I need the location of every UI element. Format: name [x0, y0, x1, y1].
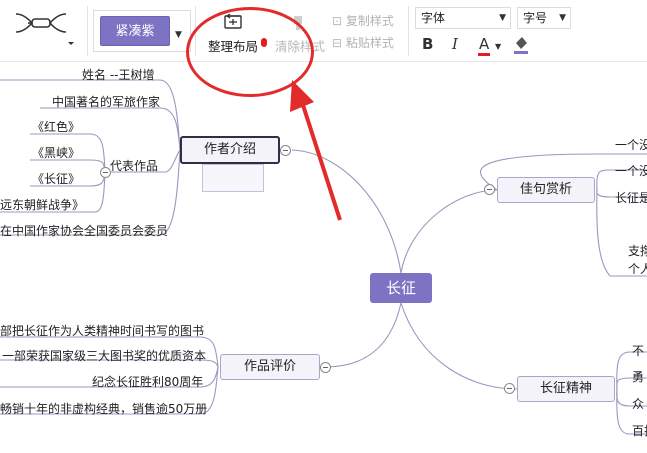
collapse-toggle[interactable]: [100, 167, 111, 178]
spirit-item[interactable]: 百折: [632, 424, 647, 438]
copy-style-button[interactable]: ⊡ 复制样式: [332, 12, 394, 29]
font-size-value: 字号: [523, 11, 548, 25]
topic-works-review[interactable]: 作品评价: [220, 354, 320, 380]
mindmap-structure-icon: [15, 13, 74, 45]
eraser-icon: [294, 16, 302, 30]
subtopic-representative-works[interactable]: 代表作品: [110, 159, 159, 173]
topic-label: 作者介绍: [203, 142, 256, 157]
chevron-down-icon: ▼: [495, 42, 502, 51]
work-item[interactable]: 远东朝鲜战争》: [0, 198, 85, 212]
review-item[interactable]: 纪念长征胜利80周年: [92, 375, 204, 389]
subtopic-committee-member[interactable]: 在中国作家协会全国委员会委员: [0, 224, 169, 238]
font-family-select[interactable]: 字体 ▼: [415, 7, 511, 29]
toolbar-divider: [87, 6, 88, 56]
copy-style-label: 复制样式: [345, 14, 394, 28]
topic-label: 作品评价: [243, 359, 296, 374]
chevron-down-icon: [68, 42, 74, 45]
work-item[interactable]: 《长征》: [32, 172, 81, 186]
review-item[interactable]: 一部荣获国家级三大图书奖的优质资本: [2, 349, 207, 363]
topic-spirit[interactable]: 长征精神: [517, 376, 615, 402]
mindmap-connectors: [0, 79, 647, 435]
review-item[interactable]: 部把长征作为人类精神时间书写的图书: [0, 324, 205, 338]
font-size-select[interactable]: 字号 ▼: [517, 7, 571, 29]
topic-author-intro[interactable]: 作者介绍: [180, 136, 280, 164]
italic-button[interactable]: I: [452, 35, 458, 53]
toolbar-divider: [408, 6, 409, 56]
work-item[interactable]: 《红色》: [32, 120, 81, 134]
paste-style-icon: ⊟: [332, 36, 343, 50]
collapse-toggle[interactable]: [504, 383, 515, 394]
copy-style-icon: ⊡: [332, 14, 343, 28]
style-selector[interactable]: [93, 10, 191, 52]
topic-label: 佳句赏析: [519, 182, 572, 197]
mindmap-canvas[interactable]: 长征 作者介绍 姓名 --王树增 中国著名的军旅作家 代表作品 在中国作家协会全…: [0, 62, 647, 453]
font-color-button[interactable]: A ▼: [478, 33, 502, 56]
topic-label: 长征精神: [539, 381, 592, 396]
paste-style-button[interactable]: ⊟ 粘贴样式: [332, 34, 394, 51]
work-item[interactable]: 《黑峡》: [32, 146, 81, 160]
font-family-value: 字体: [421, 11, 446, 25]
theme-style-button[interactable]: 紧凑紫: [100, 16, 170, 46]
font-color-label: A: [478, 35, 491, 56]
toolbar-divider: [195, 6, 196, 56]
topic-note-box[interactable]: [202, 164, 264, 192]
quote-item[interactable]: 支撑: [628, 244, 647, 258]
tidy-layout-label: 整理布局: [208, 39, 259, 54]
bold-button[interactable]: B: [422, 35, 434, 53]
topic-quotes[interactable]: 佳句赏析: [497, 177, 595, 203]
spirit-item[interactable]: 勇: [632, 370, 645, 384]
chevron-down-icon: ▼: [559, 13, 566, 23]
spirit-item[interactable]: 不: [632, 344, 645, 358]
quote-item[interactable]: 个人: [628, 262, 647, 276]
collapse-toggle[interactable]: [280, 145, 291, 156]
tidy-layout-button[interactable]: 整理布局: [205, 8, 267, 54]
toolbar: 紧凑紫 ▼ 整理布局 清除样式 ⊡ 复制样式 ⊟ 粘贴样式 字体 ▼ 字号 ▼: [0, 0, 647, 73]
subtopic-name[interactable]: 姓名 --王树增: [82, 68, 155, 82]
paste-style-label: 粘贴样式: [345, 36, 394, 50]
style-dropdown-icon[interactable]: ▼: [175, 30, 182, 40]
spirit-item[interactable]: 众: [632, 397, 645, 411]
collapse-toggle[interactable]: [484, 184, 495, 195]
notification-dot: [261, 38, 267, 47]
chevron-down-icon: ▼: [499, 13, 506, 23]
quote-item[interactable]: 长征是: [615, 191, 647, 205]
fill-color-button[interactable]: ▼: [512, 33, 540, 73]
clear-style-label: 清除样式: [275, 39, 326, 54]
subtopic-military-writer[interactable]: 中国著名的军旅作家: [52, 95, 161, 109]
tidy-layout-icon: [224, 13, 242, 29]
structure-button[interactable]: [8, 8, 80, 56]
clear-style-button[interactable]: 清除样式: [272, 8, 328, 54]
root-topic[interactable]: 长征: [370, 273, 432, 303]
paint-bucket-icon: [514, 36, 528, 54]
quote-item[interactable]: 一个没: [615, 164, 647, 178]
quote-item[interactable]: 一个没: [615, 138, 647, 152]
collapse-toggle[interactable]: [320, 362, 331, 373]
annotation-arrow-icon: [290, 80, 342, 221]
review-item[interactable]: 畅销十年的非虚构经典，销售逾50万册: [0, 402, 208, 416]
